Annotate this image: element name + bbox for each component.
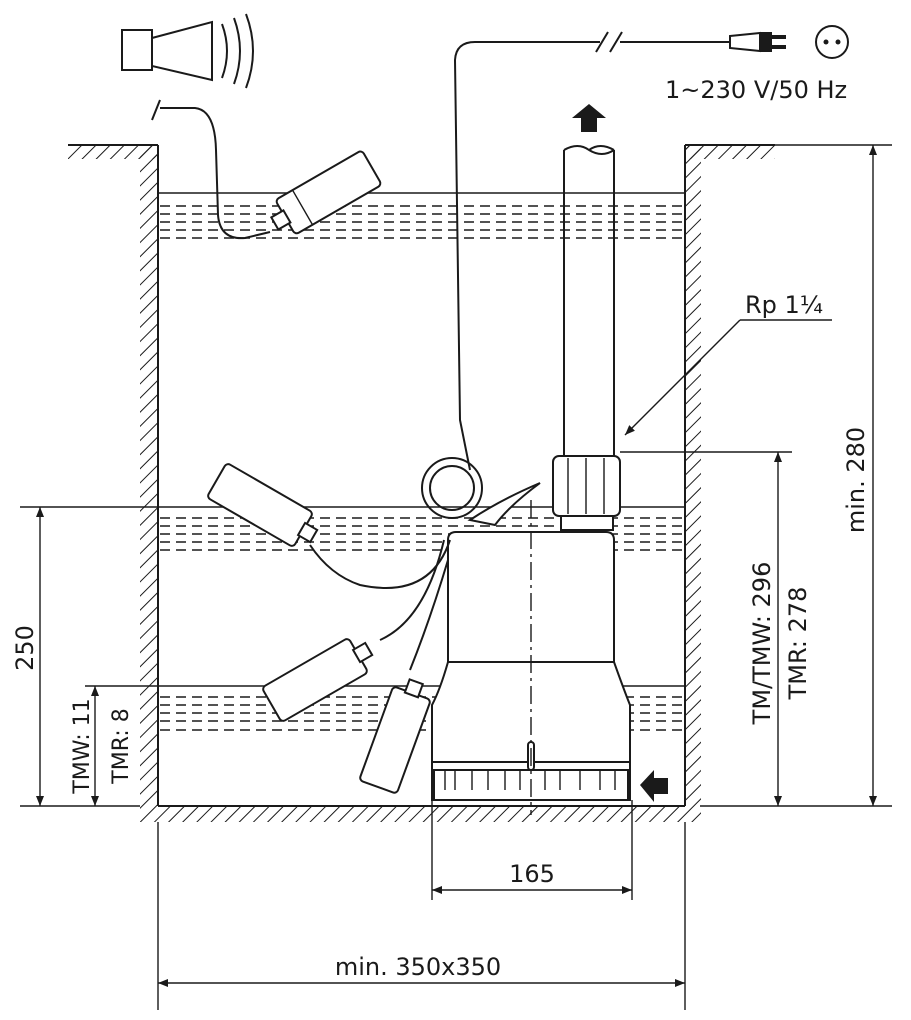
- svg-text:165: 165: [509, 860, 555, 888]
- float-cable-tmw: [409, 559, 449, 671]
- outflow-arrow-icon: [572, 104, 606, 132]
- power-label: 1~230 V/50 Hz: [665, 76, 847, 104]
- pit: [68, 144, 775, 822]
- float-switch-tmw: [359, 678, 431, 794]
- float-switch-off: [262, 638, 374, 722]
- svg-text:TMR: 278: TMR: 278: [784, 587, 812, 701]
- discharge-pipe: [563, 145, 615, 456]
- svg-text:TMW: 11: TMW: 11: [70, 698, 95, 794]
- svg-text:TM/TMW: 296: TM/TMW: 296: [748, 562, 776, 726]
- svg-text:min. 350x350: min. 350x350: [335, 953, 501, 981]
- dim-residual-level: TMW: 11 TMR: 8: [70, 686, 134, 806]
- power-plug-icon: [729, 31, 786, 53]
- dim-pit-size: min. 350x350: [157, 822, 686, 1010]
- thread-callout: Rp 1¼: [624, 291, 832, 436]
- cable-break: [151, 99, 161, 121]
- thread-label: Rp 1¼: [745, 291, 823, 319]
- power-cable: [453, 41, 600, 471]
- float-cable-alarm: [160, 107, 271, 240]
- dim-pump-width: 165: [431, 800, 633, 900]
- pump-body: [421, 457, 631, 815]
- float-switch-on: [207, 463, 319, 547]
- float-cable-off: [379, 539, 445, 641]
- svg-text:250: 250: [11, 625, 39, 671]
- svg-text:TMR: 8: TMR: 8: [109, 708, 134, 784]
- water-level-top: [158, 192, 685, 239]
- alarm-horn-icon: [121, 13, 254, 89]
- dim-pump-height: TM/TMW: 296 TMR: 278: [620, 451, 812, 806]
- float-switch-alarm: [269, 150, 382, 235]
- socket-icon: [815, 25, 849, 59]
- dim-switch-level: 250: [11, 507, 140, 807]
- float-cable-on: [309, 539, 451, 589]
- dim-min-depth: min. 280: [700, 144, 892, 807]
- pipe-nut: [552, 455, 621, 531]
- svg-text:min. 280: min. 280: [842, 427, 870, 533]
- cable-break: [595, 31, 623, 53]
- inflow-arrow-icon: [640, 770, 668, 802]
